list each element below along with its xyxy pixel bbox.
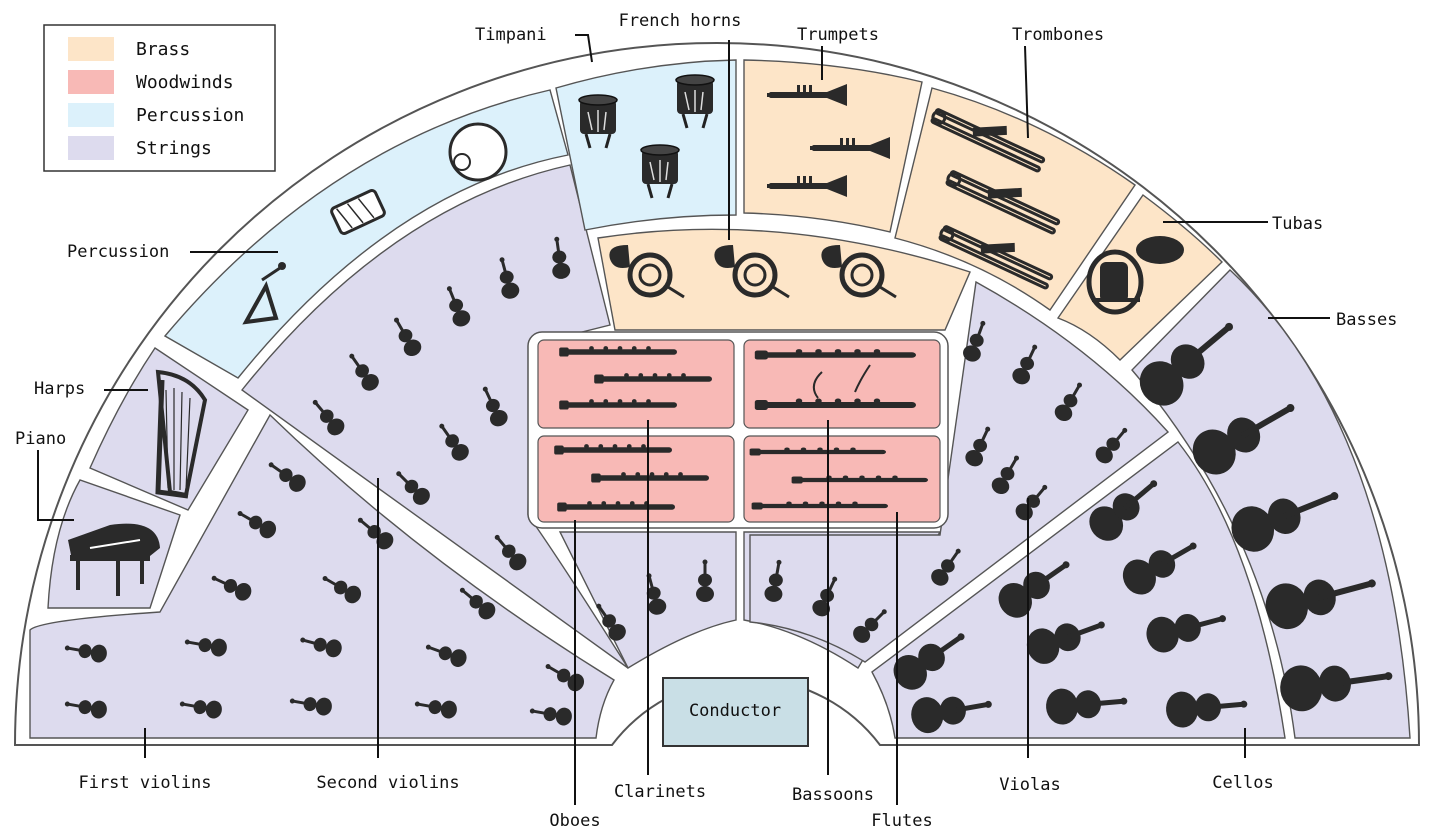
label-cellos: Cellos — [1212, 773, 1273, 793]
label-oboes: Oboes — [549, 811, 600, 831]
conductor-podium: Conductor — [662, 677, 809, 747]
label-bassoons: Bassoons — [792, 785, 874, 805]
woodwinds-block — [527, 331, 949, 529]
label-french-horns: French horns — [619, 11, 742, 31]
legend-label-brass: Brass — [136, 39, 190, 60]
legend-swatch-percussion — [68, 103, 114, 127]
instrument-labels: Timpani French horns Trumpets Trombones … — [15, 11, 1397, 831]
legend-swatch-strings — [68, 136, 114, 160]
leader-lines — [37, 34, 1330, 805]
section-cellos — [871, 441, 1286, 739]
section-violas — [749, 280, 1170, 663]
conductor-label: Conductor — [689, 701, 781, 721]
triangle-icon — [242, 262, 286, 325]
label-first-violins: First violins — [78, 773, 211, 793]
label-clarinets: Clarinets — [614, 782, 706, 802]
label-trombones: Trombones — [1012, 25, 1104, 45]
tuba-icon — [1086, 236, 1184, 315]
label-second-violins: Second violins — [316, 773, 459, 793]
section-first-violins — [29, 413, 615, 739]
label-violas: Violas — [999, 775, 1060, 795]
section-french-horns — [597, 228, 971, 331]
label-percussion: Percussion — [67, 242, 169, 262]
legend: Brass Woodwinds Percussion Strings — [43, 24, 276, 172]
percussion-icons — [242, 122, 508, 325]
section-second-violins — [240, 164, 629, 669]
label-tubas: Tubas — [1272, 214, 1323, 234]
label-harps: Harps — [34, 379, 85, 399]
legend-label-strings: Strings — [136, 138, 212, 159]
label-piano: Piano — [15, 429, 66, 449]
woodwinds-icons — [554, 346, 928, 512]
grand-piano-icon — [68, 523, 160, 596]
legend-swatch-brass — [68, 37, 114, 61]
label-trumpets: Trumpets — [797, 25, 879, 45]
legend-label-percussion: Percussion — [136, 105, 244, 126]
label-timpani: Timpani — [475, 25, 547, 45]
snare-drum-icon — [330, 188, 386, 236]
harp-icon — [155, 369, 208, 499]
cymbal-icon — [448, 122, 508, 182]
legend-swatch-woodwinds — [68, 70, 114, 94]
legend-label-woodwinds: Woodwinds — [136, 72, 234, 93]
label-flutes: Flutes — [871, 811, 932, 831]
label-basses: Basses — [1336, 310, 1397, 330]
